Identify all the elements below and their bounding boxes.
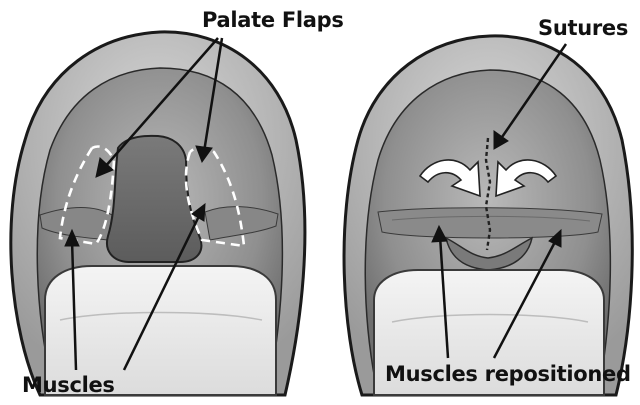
palate-flaps-label: Palate Flaps xyxy=(202,10,344,31)
muscles-label: Muscles xyxy=(22,375,115,396)
sutures-label: Sutures xyxy=(538,18,628,39)
before-repair-illustration xyxy=(11,32,305,395)
after-repair-illustration xyxy=(344,36,632,395)
muscles-repositioned-label: Muscles repositioned xyxy=(385,364,631,385)
